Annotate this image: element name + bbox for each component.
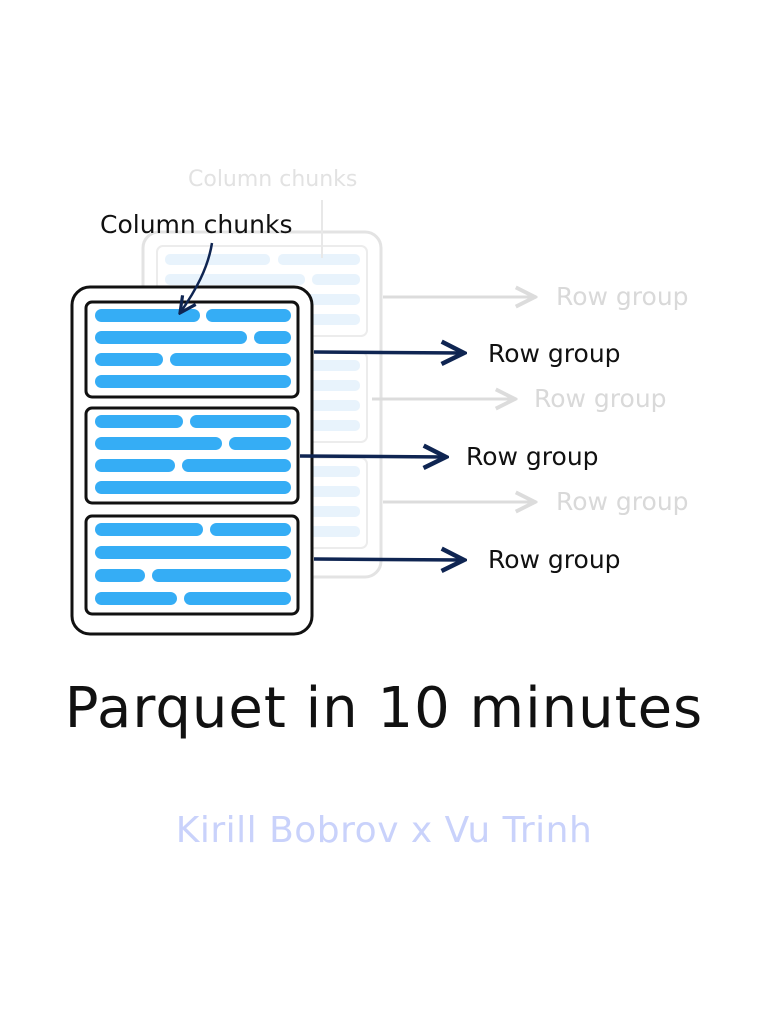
row-group-1 [84, 300, 300, 399]
column-chunk [95, 415, 183, 428]
column-chunk [182, 459, 291, 472]
parquet-file [70, 285, 314, 636]
column-chunks-label: Column chunks [100, 210, 292, 239]
column-chunk [95, 353, 163, 366]
column-chunk [210, 523, 291, 536]
ghost-chunk [165, 274, 305, 285]
column-chunk [95, 523, 203, 536]
column-chunk [152, 569, 291, 582]
column-chunk [254, 331, 291, 344]
ghost-row-group-label: Row group [556, 282, 689, 311]
column-chunk [95, 309, 200, 322]
column-chunk [95, 481, 291, 494]
column-chunk [95, 459, 175, 472]
column-chunk [95, 375, 291, 388]
column-chunks-pointer [180, 242, 214, 313]
column-chunk [229, 437, 291, 450]
column-chunk [95, 437, 222, 450]
column-chunk [206, 309, 291, 322]
ghost-chunk [302, 466, 360, 477]
column-chunk [95, 546, 291, 559]
column-chunk [95, 331, 247, 344]
column-chunk [190, 415, 291, 428]
ghost-chunk [278, 254, 360, 265]
row-group-arrow [313, 559, 464, 560]
row-group-arrow [313, 352, 464, 353]
row-group-arrow [299, 456, 446, 457]
row-group-box [84, 514, 300, 616]
row-group-label: Row group [488, 339, 621, 368]
row-group-label: Row group [488, 545, 621, 574]
column-chunk [95, 592, 177, 605]
ghost-column-chunks-label: Column chunks [188, 167, 357, 192]
column-chunk [95, 569, 145, 582]
row-group-label: Row group [466, 442, 599, 471]
column-chunk [184, 592, 291, 605]
page-title: Parquet in 10 minutes [64, 676, 704, 741]
ghost-chunk [165, 254, 270, 265]
ghost-row-group-label: Row group [556, 487, 689, 516]
column-chunk [170, 353, 291, 366]
ghost-chunk [312, 274, 360, 285]
authors-line: Kirill Bobrov x Vu Trinh [175, 810, 593, 851]
row-group-2 [84, 406, 300, 505]
ghost-row-group-label: Row group [534, 384, 667, 413]
row-group-box [84, 406, 300, 505]
parquet-file-diagram: Column chunks Row group Row group Row gr… [70, 167, 689, 636]
row-group-3 [84, 514, 300, 616]
